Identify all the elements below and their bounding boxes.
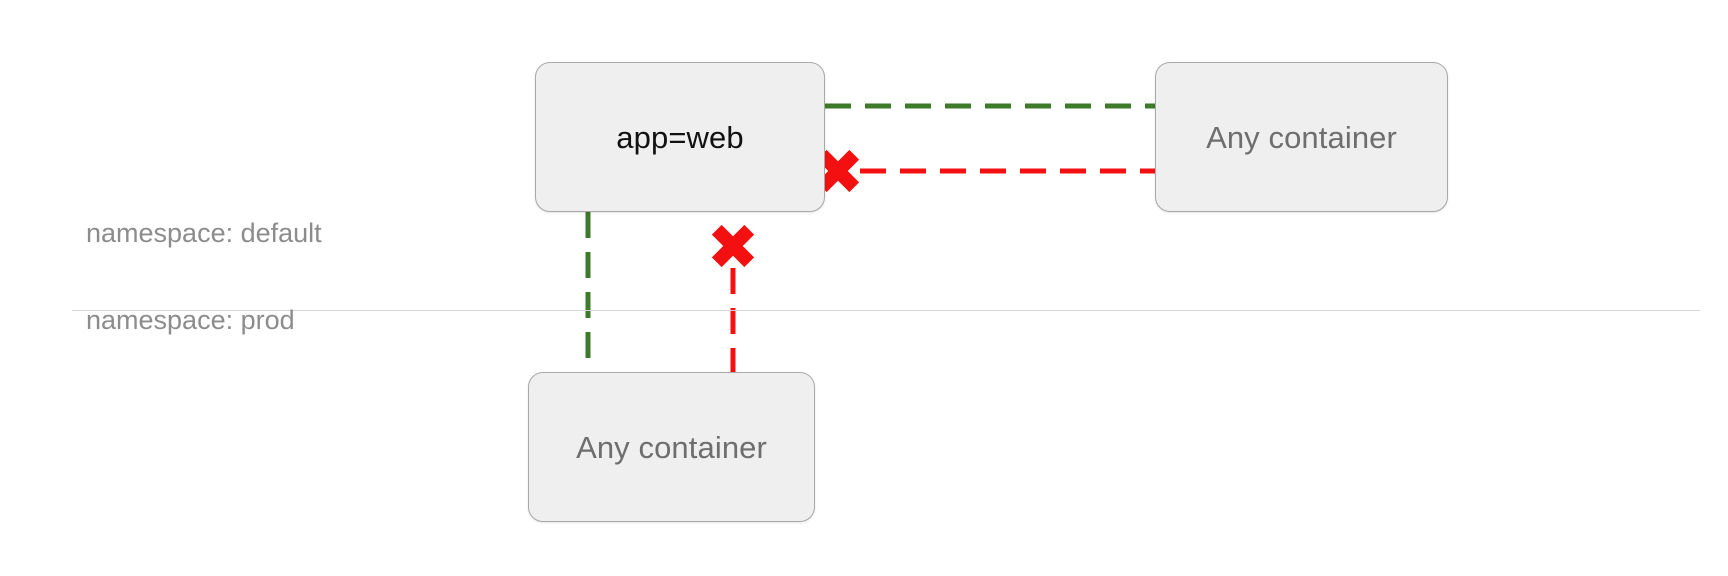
node-any-container-right-label: Any container — [1206, 119, 1397, 155]
node-any-container-bottom-label: Any container — [576, 429, 767, 465]
zone-label-prod: namespace: prod — [86, 307, 295, 334]
blocked-x-icon — [711, 224, 755, 268]
zone-label-default: namespace: default — [86, 220, 322, 247]
namespace-divider — [72, 310, 1700, 311]
node-any-container-right[interactable]: Any container — [1155, 62, 1448, 212]
node-app-web[interactable]: app=web — [535, 62, 825, 212]
node-any-container-bottom[interactable]: Any container — [528, 372, 815, 522]
zone-label-prod-text: namespace: prod — [86, 305, 295, 335]
node-app-web-label: app=web — [616, 119, 744, 155]
zone-label-default-text: namespace: default — [86, 218, 322, 248]
